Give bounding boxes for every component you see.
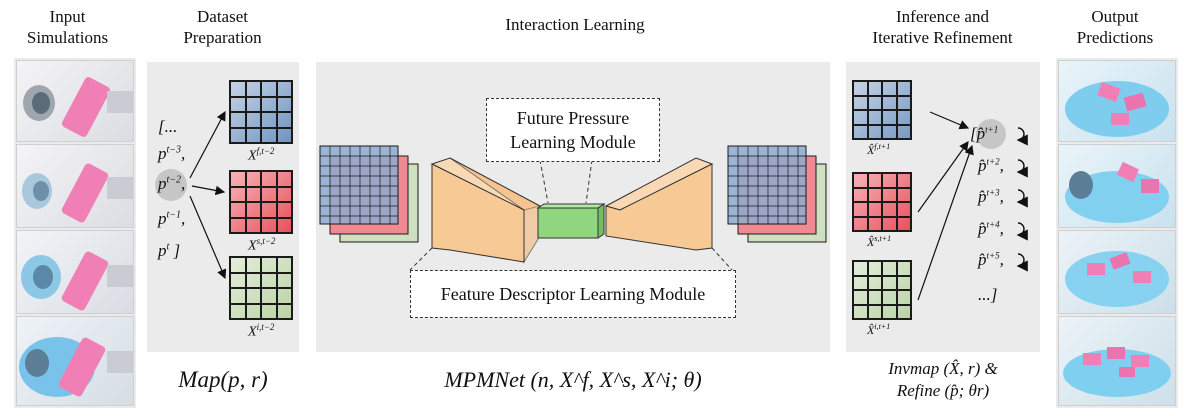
prediction-item: p̂t+5, <box>978 250 1004 269</box>
sequence-item: pt−1, <box>158 209 186 228</box>
prediction-item: [p̂t+1 <box>970 124 999 143</box>
prediction-item: p̂t+4, <box>978 219 1004 238</box>
grid-label: Xs,t−2 <box>248 236 276 254</box>
input-simulation-image <box>16 144 134 228</box>
header-output: Output Predictions <box>1076 7 1154 47</box>
grid-label: X̂f,t+1 <box>867 142 891 157</box>
highlight-circle <box>155 169 187 201</box>
fluid-grid <box>229 80 293 144</box>
grid-label: X̂s,t+1 <box>867 234 892 249</box>
grid-label: X̂i,t+1 <box>867 322 891 337</box>
predicted-interaction-grid <box>852 260 912 320</box>
header-input: Input Simulations <box>26 7 109 47</box>
sequence-item: [... <box>158 117 178 136</box>
mpmnet-formula: MPMNet (n, X^f, X^s, X^i; θ) <box>316 352 830 408</box>
header-inference: Inference and Iterative Refinement <box>872 7 1013 47</box>
solid-grid <box>229 170 293 234</box>
predicted-fluid-grid <box>852 80 912 140</box>
output-prediction-image <box>1058 316 1176 406</box>
interaction-grid <box>229 256 293 320</box>
grid-label: Xf,t−2 <box>248 146 275 164</box>
output-prediction-image <box>1058 60 1176 142</box>
map-formula: Map(p, r) <box>147 352 299 408</box>
future-pressure-module: Future Pressure Learning Module <box>486 98 660 162</box>
predicted-solid-grid <box>852 172 912 232</box>
sequence-item: pt ] <box>158 241 181 260</box>
highlight-circle <box>976 119 1006 149</box>
header-dataset: Dataset Preparation <box>183 7 262 47</box>
output-prediction-image <box>1058 144 1176 228</box>
input-simulation-image <box>16 316 134 406</box>
grid-label: Xi,t−2 <box>248 322 275 340</box>
header-interaction: Interaction Learning <box>505 15 645 34</box>
sequence-item: pt−3, <box>158 144 186 163</box>
prediction-item: p̂t+2, <box>978 156 1004 175</box>
prediction-item: ...] <box>978 285 998 304</box>
prediction-item: p̂t+3, <box>978 187 1004 206</box>
invmap-refine-formula: Invmap (X̂, r) & Refine (p̂; θr) <box>846 352 1040 408</box>
feature-descriptor-module: Feature Descriptor Learning Module <box>410 270 736 318</box>
input-simulation-image <box>16 230 134 314</box>
sequence-item-highlighted: pt−2, <box>158 174 186 193</box>
input-simulation-image <box>16 60 134 142</box>
output-prediction-image <box>1058 230 1176 314</box>
